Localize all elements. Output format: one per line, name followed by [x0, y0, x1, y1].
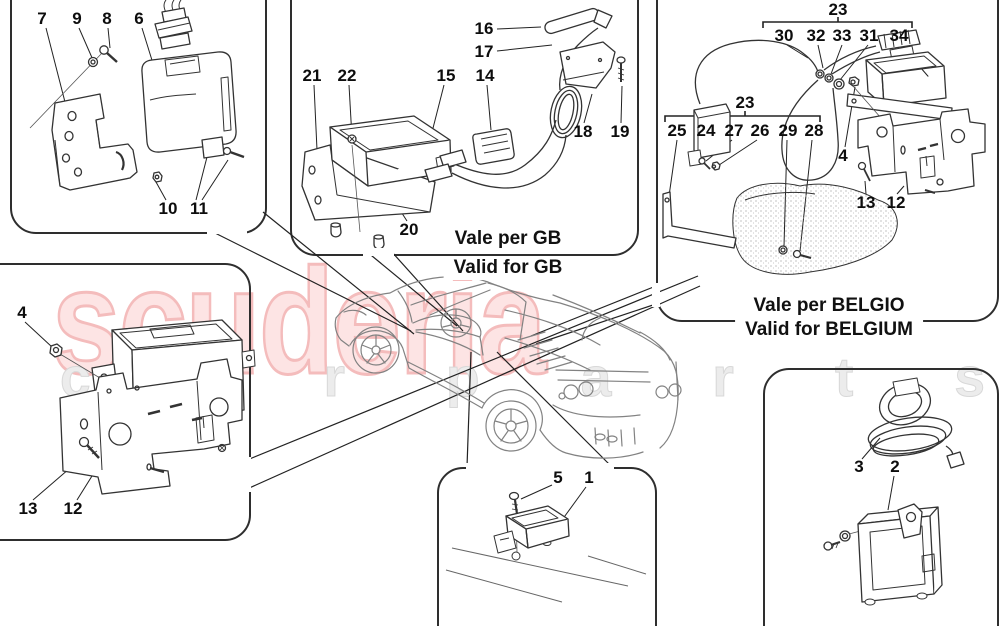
- callout-33: 33: [832, 26, 852, 45]
- antenna-ecu-assembly: [823, 377, 965, 606]
- callout-3: 3: [854, 457, 864, 476]
- callout-19: 19: [610, 122, 630, 141]
- group-label-23: 23: [735, 93, 755, 112]
- callout-4: 4: [17, 303, 27, 322]
- callout-24: 24: [696, 121, 716, 140]
- callout-13: 13: [856, 193, 876, 212]
- notch-panel-tilt: [466, 463, 614, 471]
- gb-ecu-assembly: [301, 7, 626, 250]
- callout-30: 30: [774, 26, 794, 45]
- callout-21: 21: [302, 66, 322, 85]
- label-vale-per-gb: Vale per GB: [444, 227, 572, 251]
- callout-28: 28: [804, 121, 824, 140]
- callout-15: 15: [436, 66, 456, 85]
- callout-2: 2: [890, 457, 900, 476]
- notch-panel-belgium: [652, 283, 660, 307]
- car-illustration: [334, 275, 682, 459]
- watermark-letter: r: [323, 346, 345, 408]
- notch-panel-gb: [363, 248, 394, 256]
- tilt-sensor-assembly: [445, 491, 647, 603]
- callout-12: 12: [63, 499, 83, 518]
- callout-26: 26: [750, 121, 770, 140]
- siren-assembly: [29, 0, 245, 191]
- callout-14: 14: [475, 66, 495, 85]
- callout-13: 13: [18, 499, 38, 518]
- panel-antenna-ecu: [763, 368, 999, 626]
- label-valid-for-gb: Valid for GB: [443, 256, 573, 280]
- callout-25: 25: [667, 121, 687, 140]
- callout-22: 22: [337, 66, 357, 85]
- callout-10: 10: [158, 199, 178, 218]
- callout-32: 32: [806, 26, 826, 45]
- callout-34: 34: [889, 26, 909, 45]
- callout-16: 16: [474, 19, 494, 38]
- callout-7: 7: [37, 9, 47, 28]
- group-label-23: 23: [828, 0, 848, 19]
- callout-31: 31: [859, 26, 879, 45]
- callout-12: 12: [886, 193, 906, 212]
- callout-27: 27: [724, 121, 744, 140]
- belgium-kit-assembly: [662, 29, 986, 275]
- panel-siren: [10, 0, 267, 234]
- callout-18: 18: [573, 122, 593, 141]
- callout-8: 8: [102, 9, 112, 28]
- watermark-letter: t: [834, 346, 854, 408]
- watermark-letter: r: [712, 346, 734, 408]
- callout-1: 1: [584, 468, 594, 487]
- callout-9: 9: [72, 9, 82, 28]
- callout-4: 4: [838, 146, 848, 165]
- ecu-bracket-assembly: [49, 319, 256, 495]
- label-vale-per-belgio: Vale per BELGIO: [743, 294, 915, 318]
- callout-6: 6: [134, 9, 144, 28]
- label-valid-for-belgium: Valid for BELGIUM: [735, 318, 923, 342]
- callout-5: 5: [553, 468, 563, 487]
- callout-20: 20: [399, 220, 419, 239]
- callout-11: 11: [190, 199, 208, 218]
- notch-panel-ecu-bracket: [243, 457, 251, 492]
- callout-29: 29: [778, 121, 798, 140]
- callout-17: 17: [474, 42, 494, 61]
- notch-panel-siren: [207, 226, 247, 234]
- panel-ecu-bracket: [0, 263, 251, 541]
- panel-gb-unit: [290, 0, 639, 256]
